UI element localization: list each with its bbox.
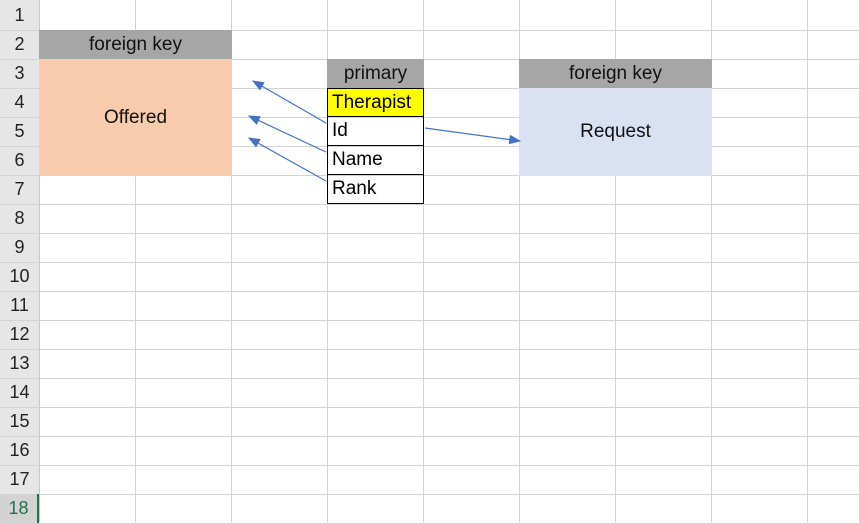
column-gridline [135, 0, 136, 522]
primary-field-id[interactable]: Id [327, 117, 424, 146]
column-gridline [519, 0, 520, 522]
row-gridline [0, 30, 859, 31]
column-gridline [423, 0, 424, 522]
row-gridline [0, 262, 859, 263]
row-number[interactable]: 8 [14, 208, 25, 228]
column-gridline [327, 0, 328, 522]
row-number[interactable]: 9 [14, 237, 25, 257]
row-number[interactable]: 14 [9, 382, 30, 402]
row-gridline [0, 494, 859, 495]
row-gridline [0, 59, 859, 60]
row-gridline [0, 233, 859, 234]
row-number[interactable]: 1 [14, 5, 25, 25]
row-gridline [0, 407, 859, 408]
row-gridline [0, 378, 859, 379]
primary-field-name[interactable]: Name [327, 146, 424, 175]
row-gridline [0, 320, 859, 321]
offered-header[interactable]: foreign key [39, 30, 232, 59]
row-header-column [0, 0, 40, 522]
primary-header[interactable]: primary [327, 59, 424, 88]
row-number[interactable]: 2 [14, 34, 25, 54]
row-gridline [0, 88, 859, 89]
column-gridline [231, 0, 232, 522]
row-number[interactable]: 12 [9, 324, 30, 344]
row-number[interactable]: 5 [14, 121, 25, 141]
row-number[interactable]: 4 [14, 92, 25, 112]
row-gridline [0, 436, 859, 437]
row-number[interactable]: 6 [14, 150, 25, 170]
primary-field-rank[interactable]: Rank [327, 175, 424, 204]
row-number[interactable]: 15 [9, 411, 30, 431]
row-number[interactable]: 11 [10, 295, 29, 315]
row-gridline [0, 117, 859, 118]
row-number[interactable]: 16 [9, 440, 30, 460]
column-gridline [807, 0, 808, 522]
row-gridline [0, 175, 859, 176]
row-gridline [0, 204, 859, 205]
column-gridline [615, 0, 616, 522]
row-gridline [0, 146, 859, 147]
row-number[interactable]: 13 [9, 353, 30, 373]
row-number[interactable]: 17 [9, 469, 30, 489]
offered-block[interactable]: Offered [39, 59, 232, 176]
row-number[interactable]: 3 [14, 63, 25, 83]
row-number[interactable]: 7 [14, 179, 25, 199]
row-gridline [0, 291, 859, 292]
row-gridline [0, 465, 859, 466]
column-gridline [711, 0, 712, 522]
row-number[interactable]: 10 [9, 266, 30, 286]
request-block[interactable]: Request [519, 88, 712, 176]
row-number[interactable]: 18 [0, 494, 39, 523]
primary-field-therapist[interactable]: Therapist [327, 88, 424, 117]
request-header[interactable]: foreign key [519, 59, 712, 88]
row-gridline [0, 349, 859, 350]
